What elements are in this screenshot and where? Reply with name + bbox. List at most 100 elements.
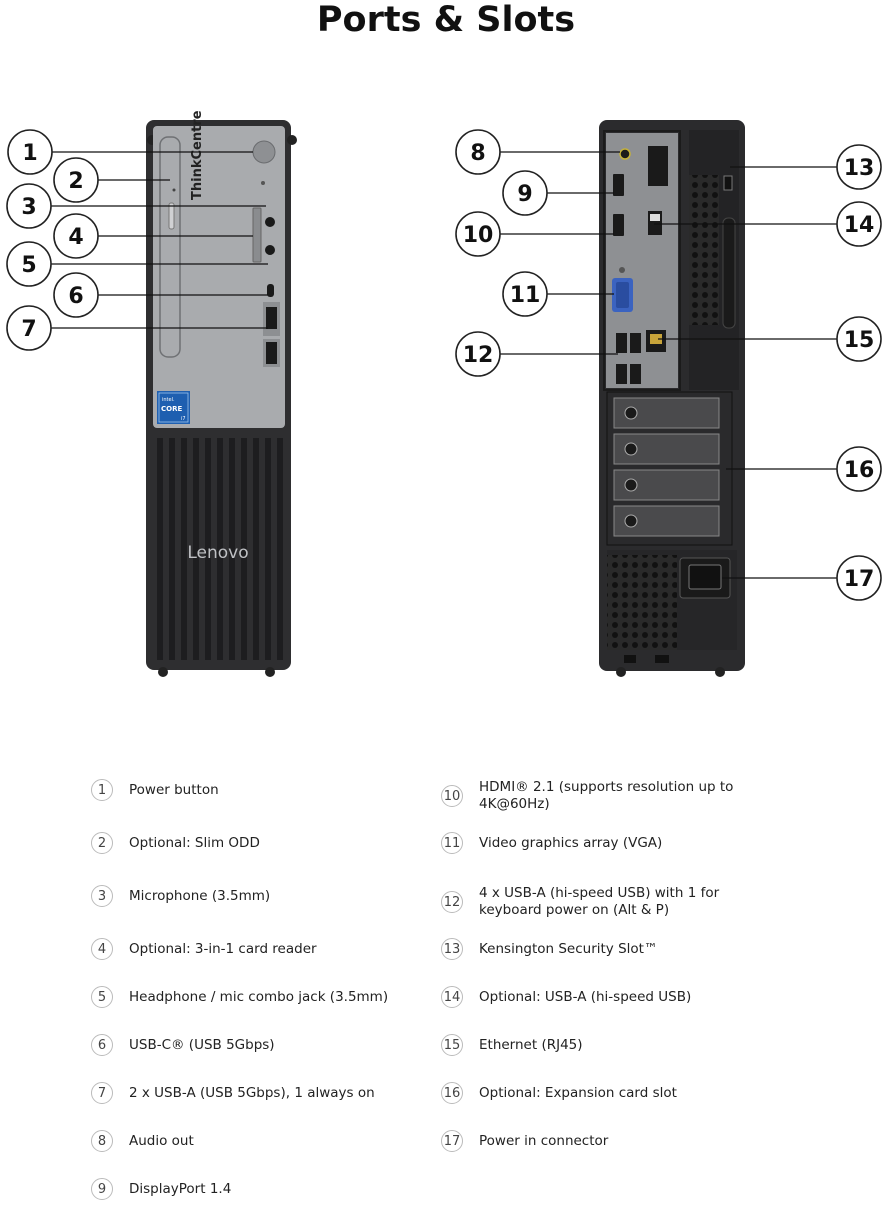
- callout-number: 11: [510, 283, 541, 308]
- legend-number: 7: [91, 1082, 113, 1104]
- svg-text:i7: i7: [181, 416, 186, 422]
- legend-label: Ethernet (RJ45): [479, 1036, 583, 1053]
- legend-number: 4: [91, 938, 113, 960]
- callout-number: 13: [844, 156, 875, 181]
- legend-label: Headphone / mic combo jack (3.5mm): [129, 988, 389, 1005]
- legend-item: 13 Kensington Security Slot™: [441, 938, 769, 960]
- legend-label: Microphone (3.5mm): [129, 887, 271, 904]
- callout-circle: [6, 305, 52, 351]
- vent-rib: [157, 438, 163, 660]
- rear-tower: [599, 120, 745, 677]
- legend-number: 13: [441, 938, 463, 960]
- vent-rib: [241, 438, 247, 660]
- callout-circle: [836, 316, 882, 362]
- callout-circle: [7, 129, 53, 175]
- vent-rib: [253, 438, 259, 660]
- legend-item: 10 HDMI® 2.1 (supports resolution up to 4…: [441, 779, 769, 813]
- legend-number: 11: [441, 832, 463, 854]
- legend-label: Kensington Security Slot™: [479, 940, 658, 957]
- legend-label: Optional: USB-A (hi-speed USB): [479, 988, 692, 1005]
- callout-circle: [53, 272, 99, 318]
- legend-label: DisplayPort 1.4: [129, 1180, 232, 1197]
- legend-label: Audio out: [129, 1132, 194, 1149]
- callout-number: 5: [21, 253, 36, 278]
- legend-item: 3 Microphone (3.5mm): [91, 885, 419, 907]
- legend-number: 10: [441, 785, 463, 807]
- legend-number: 1: [91, 779, 113, 801]
- legend-number: 3: [91, 885, 113, 907]
- callout-number: 2: [68, 169, 83, 194]
- vent-rib: [229, 438, 235, 660]
- callout-number: 10: [463, 223, 494, 248]
- vent-rib: [193, 438, 199, 660]
- callout-number: 9: [517, 182, 532, 207]
- callout-circle: [455, 211, 501, 257]
- legend-item: 17 Power in connector: [441, 1130, 769, 1152]
- slot-screw-icon: [624, 514, 638, 528]
- vent-rib: [277, 438, 283, 660]
- legend-item: 1 Power button: [91, 779, 419, 801]
- legend-item: 8 Audio out: [91, 1130, 419, 1152]
- legend-label: 2 x USB-A (USB 5Gbps), 1 always on: [129, 1084, 375, 1101]
- legend-number: 9: [91, 1178, 113, 1200]
- callout-circle: [836, 555, 882, 601]
- callout-number: 4: [68, 225, 83, 250]
- svg-text:CORE: CORE: [161, 405, 182, 413]
- svg-text:intel.: intel.: [162, 397, 175, 403]
- page-title: Ports & Slots: [316, 0, 576, 40]
- legend-label: USB-C® (USB 5Gbps): [129, 1036, 275, 1053]
- callout-circle: [502, 271, 548, 317]
- callout-circle: [836, 446, 882, 492]
- callout-number: 6: [68, 284, 83, 309]
- callout-number: 12: [463, 343, 494, 368]
- callout-number: 16: [844, 458, 875, 483]
- callout-circle: [6, 241, 52, 287]
- ports-diagram: ThinkCentre intel. CORE i7 Lenovo: [6, 110, 882, 677]
- legend-item: 6 USB-C® (USB 5Gbps): [91, 1034, 419, 1056]
- legend-item: 4 Optional: 3-in-1 card reader: [91, 938, 419, 960]
- legend-number: 8: [91, 1130, 113, 1152]
- callout-number: 7: [21, 317, 36, 342]
- callout-number: 15: [844, 328, 875, 353]
- legend-item: 12 4 x USB-A (hi-speed USB) with 1 for ke…: [441, 885, 769, 919]
- callout-circle: [455, 129, 501, 175]
- legend-label: Video graphics array (VGA): [479, 834, 663, 851]
- callout-number: 1: [22, 141, 37, 166]
- callout-number: 14: [844, 213, 875, 238]
- legend-label: Optional: Expansion card slot: [479, 1084, 677, 1101]
- callout-circle: [53, 213, 99, 259]
- legend-label: Power in connector: [479, 1132, 609, 1149]
- legend-item: 9 DisplayPort 1.4: [91, 1178, 419, 1200]
- callout-number: 3: [21, 195, 36, 220]
- legend-item: 7 2 x USB-A (USB 5Gbps), 1 always on: [91, 1082, 419, 1104]
- vent-rib: [181, 438, 187, 660]
- legend-number: 17: [441, 1130, 463, 1152]
- lenovo-logo: Lenovo: [187, 543, 248, 563]
- callout-circle: [502, 170, 548, 216]
- legend-number: 6: [91, 1034, 113, 1056]
- vent-rib: [217, 438, 223, 660]
- intel-core-badge: intel. CORE i7: [157, 391, 190, 424]
- legend-label: Power button: [129, 781, 219, 798]
- legend-number: 2: [91, 832, 113, 854]
- legend-item: 11 Video graphics array (VGA): [441, 832, 769, 854]
- callout-circle: [6, 183, 52, 229]
- legend-number: 14: [441, 986, 463, 1008]
- slot-screw-icon: [624, 406, 638, 420]
- legend-label: Optional: 3-in-1 card reader: [129, 940, 317, 957]
- vent-rib: [265, 438, 271, 660]
- legend-number: 5: [91, 986, 113, 1008]
- callout-number: 17: [844, 567, 875, 592]
- legend-number: 12: [441, 891, 463, 913]
- callout-circle: [836, 144, 882, 190]
- legend-label: 4 x USB-A (hi-speed USB) with 1 for keyb…: [479, 885, 720, 918]
- power-button-icon: [252, 140, 276, 164]
- callout-circle: [455, 331, 501, 377]
- callout-circle: [53, 157, 99, 203]
- slot-screw-icon: [624, 442, 638, 456]
- legend-label: HDMI® 2.1 (supports resolution up to 4K@…: [479, 779, 734, 812]
- vent-rib: [205, 438, 211, 660]
